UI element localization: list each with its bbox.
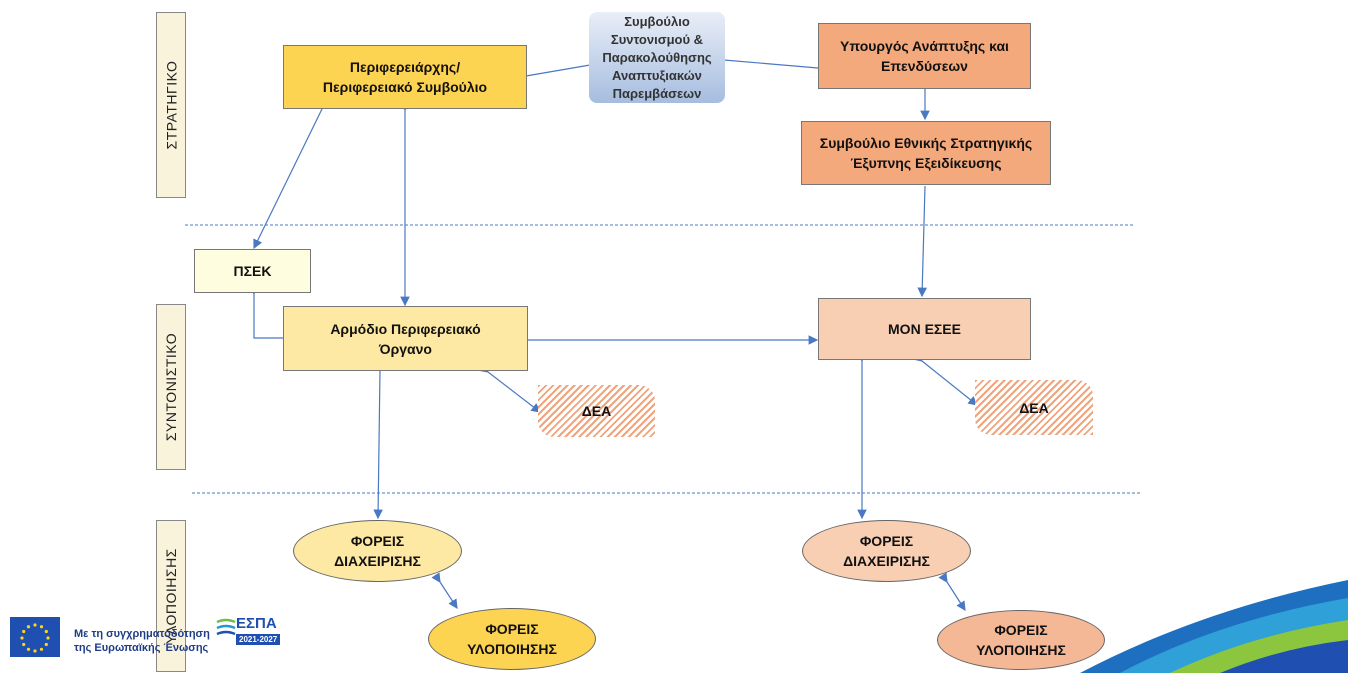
link-psek-body [249,285,283,339]
regional-governor-box: Περιφερειάρχης/ Περιφερειακό Συμβούλιο [283,45,527,109]
decorative-wave [1080,580,1348,673]
espa-name: ΕΣΠΑ [236,615,277,632]
mon-esee-box: ΜΟΝ ΕΣΕΕ [818,298,1031,360]
link-mon-dea-right [912,352,978,406]
link-governor-psek [253,99,331,250]
national-council-box: Συμβούλιο Εθνικής Στρατηγικής Έξυπνης Εξ… [801,121,1051,185]
link-body-mgmt-left [373,361,385,520]
minister-box: Υπουργός Ανάπτυξης και Επενδύσεων [818,23,1031,89]
lane-coordinating-label: ΣΥΝΤΟΝΙΣΤΙΚΟ [163,332,179,442]
impl-left-ellipse: ΦΟΡΕΙΣ ΥΛΟΠΟΙΗΣΗΣ [428,608,596,670]
monitoring-council-box: Συμβούλιο Συντονισμού & Παρακολούθησης Α… [589,12,725,103]
impl-right-ellipse: ΦΟΡΕΙΣ ΥΛΟΠΟΙΗΣΗΣ [937,610,1105,670]
psek-box: ΠΣΕΚ [194,249,311,293]
link-national-mon [917,185,928,298]
mgmt-left-ellipse: ΦΟΡΕΙΣ ΔΙΑΧΕΙΡΙΣΗΣ [293,520,462,582]
link-mgmt-impl-right [938,572,966,612]
lane-coordinating: ΣΥΝΤΟΝΙΣΤΙΚΟ [156,304,186,470]
dea-left-box: ΔΕΑ [538,385,655,437]
mgmt-right-ellipse: ΦΟΡΕΙΣ ΔΙΑΧΕΙΡΙΣΗΣ [802,520,971,582]
link-governor-council [525,64,591,77]
eu-flag-logo [10,617,60,657]
regional-body-box: Αρμόδιο Περιφερειακό Όργανο [283,306,528,371]
dea-right-box: ΔΕΑ [975,380,1093,435]
espa-years: 2021-2027 [236,634,281,645]
espa-logo [215,616,275,658]
link-council-minister [723,59,819,69]
link-mgmt-impl-left [431,572,458,610]
lane-implementing: ΥΛΟΠΟΙΗΣΗΣ [156,520,186,672]
lane-strategic: ΣΤΡΑΤΗΓΙΚΟ [156,12,186,198]
lane-strategic-label: ΣΤΡΑΤΗΓΙΚΟ [163,60,179,150]
eu-cofunding-text: Με τη συγχρηματοδότηση της Ευρωπαϊκής Έν… [74,628,210,654]
link-body-dea-left [478,363,541,413]
